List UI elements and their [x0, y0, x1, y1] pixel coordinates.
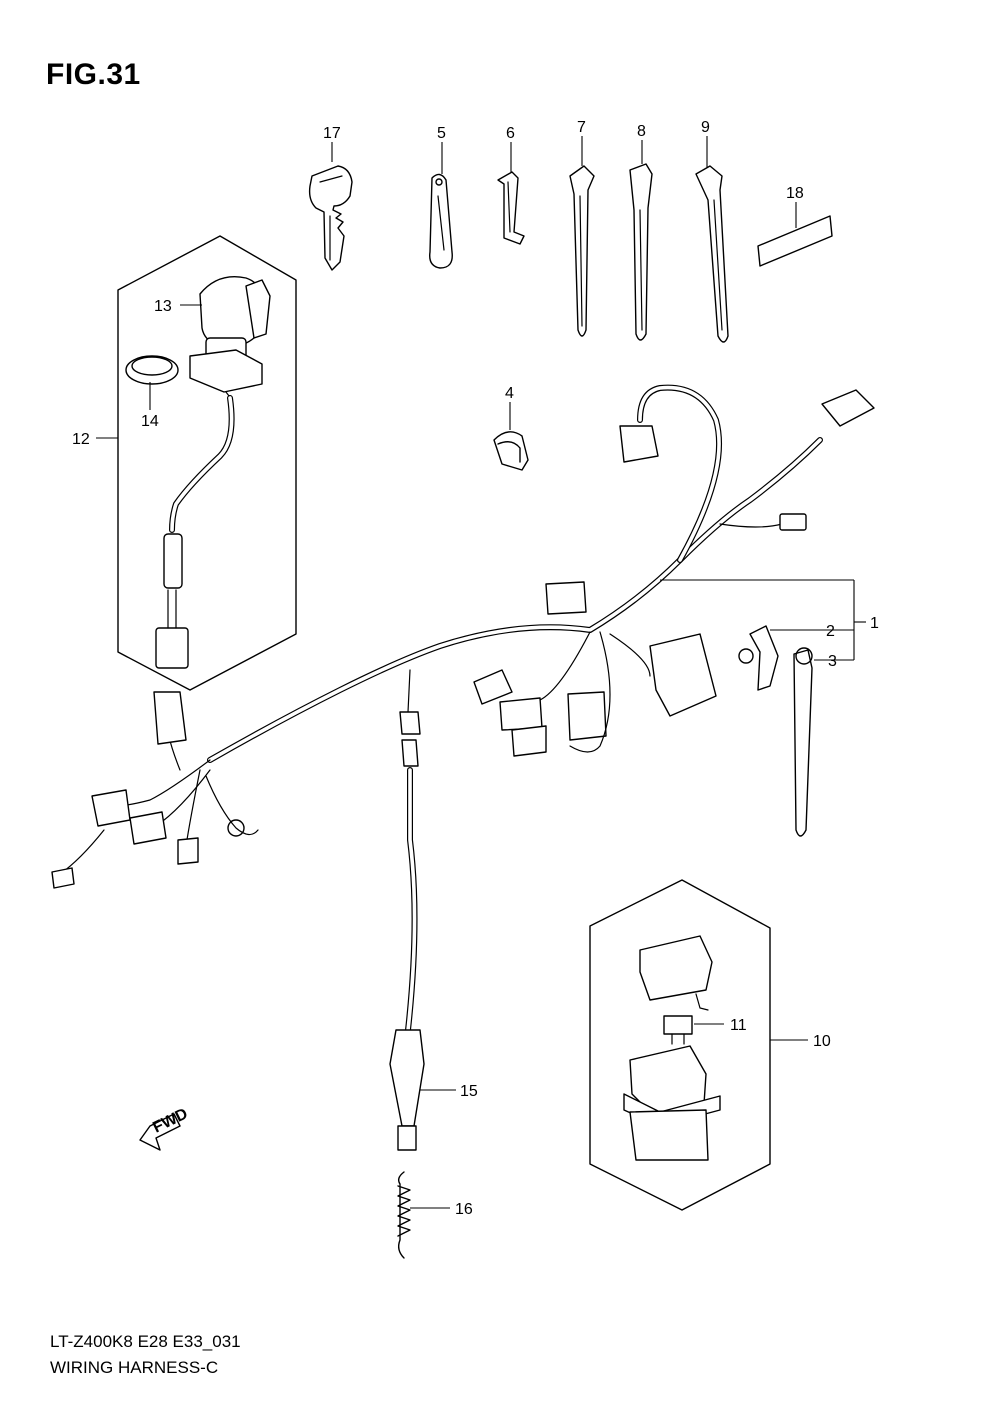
- callout-13: 13: [154, 298, 172, 315]
- ignition-switch-group-box: [117, 235, 297, 691]
- harness-clamp-3: [793, 647, 813, 837]
- main-wiring-harness: [51, 384, 875, 889]
- harness-bracket-2: [738, 625, 779, 691]
- callout-3: 3: [828, 653, 837, 670]
- cable-tie-8: [629, 163, 653, 341]
- ignition-switch-lead: [155, 395, 235, 669]
- fwd-arrow-icon: FWD: [139, 1105, 191, 1151]
- callout-4: 4: [505, 385, 514, 402]
- figure-title: FIG.31: [46, 58, 141, 91]
- ignition-switch-13: [189, 276, 271, 401]
- callout-5: 5: [437, 125, 446, 142]
- wire-clamp-6: [497, 171, 525, 245]
- callout-10: 10: [813, 1033, 831, 1050]
- relay-cover: [639, 935, 713, 1011]
- callout-12: 12: [72, 431, 90, 448]
- sensor-15: [389, 739, 425, 1151]
- figure-name: WIRING HARNESS-C: [50, 1358, 219, 1377]
- cable-tie-9: [695, 165, 729, 343]
- callout-14: 14: [141, 413, 159, 430]
- callout-7: 7: [577, 119, 586, 136]
- leader-lines: [96, 136, 866, 1209]
- spring-16: [397, 1171, 411, 1259]
- relay-group-box: [589, 879, 771, 1211]
- wire-clamp-5: [429, 173, 453, 269]
- ring-nut-14: [125, 355, 179, 385]
- callout-1: 1: [870, 615, 879, 632]
- callout-16: 16: [455, 1201, 473, 1218]
- callout-2: 2: [826, 623, 835, 640]
- ignition-key: [308, 165, 353, 271]
- callout-15: 15: [460, 1083, 478, 1100]
- cable-tie-7: [569, 165, 595, 337]
- callout-17: 17: [323, 125, 341, 142]
- fwd-label: FWD: [150, 1105, 190, 1136]
- model-code: LT-Z400K8 E28 E33_031: [50, 1332, 241, 1351]
- callout-6: 6: [506, 125, 515, 142]
- fuse-11: [663, 1015, 693, 1045]
- callout-9: 9: [701, 119, 710, 136]
- callout-8: 8: [637, 123, 646, 140]
- clamp-4: [493, 431, 529, 471]
- label-sticker-18: [757, 215, 833, 267]
- callout-18: 18: [786, 185, 804, 202]
- callout-11: 11: [730, 1017, 747, 1034]
- relay-body: [623, 1045, 721, 1161]
